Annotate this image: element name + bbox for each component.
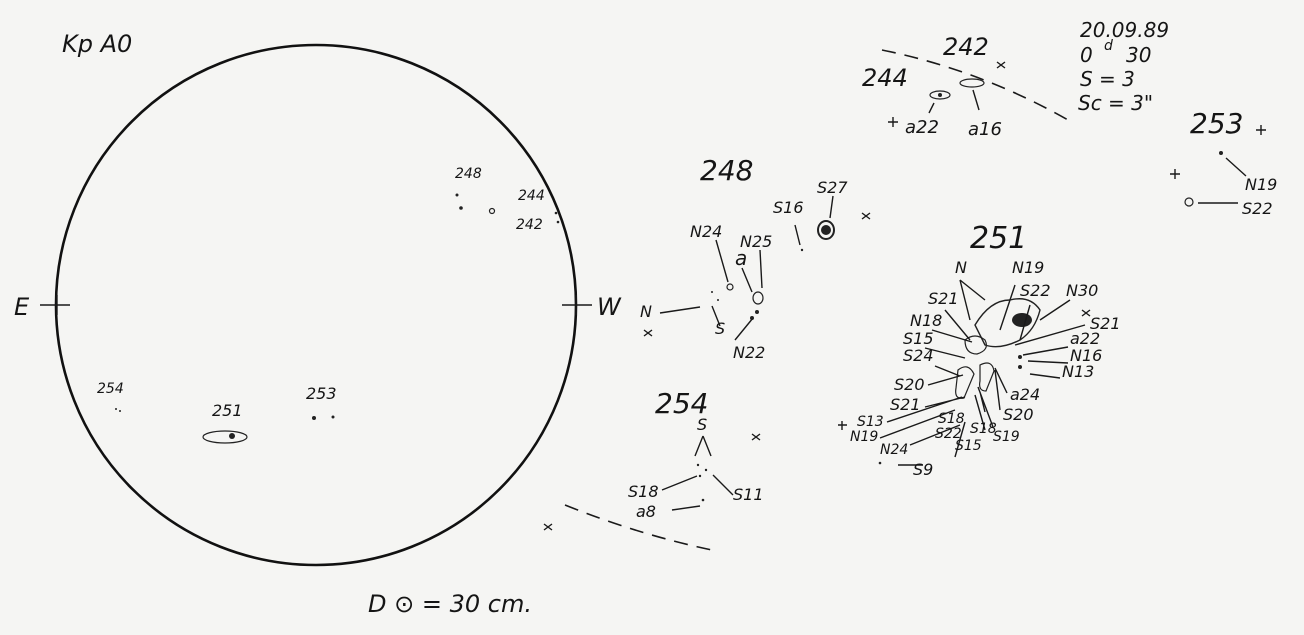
spot-label: S20 [894, 375, 925, 394]
spot-label: a16 [968, 119, 1002, 140]
spot-label: S21 [1090, 314, 1121, 333]
spot-label: N13 [1062, 362, 1094, 381]
spot-label: S [715, 319, 725, 338]
observatory-code: Kp A0 [62, 30, 132, 58]
spot-label: a24 [1010, 385, 1040, 404]
spot-label: S15 [903, 329, 934, 348]
spot-label: N [640, 302, 652, 321]
group-number: 253 [1190, 107, 1243, 140]
disk-spots [115, 193, 560, 444]
spot-label: S22 [935, 426, 962, 442]
spot-label: S21 [890, 395, 921, 414]
diameter-note: D ⊙ = 30 cm. [368, 590, 532, 618]
spot-label: S15 [955, 438, 982, 454]
limb-arc-top [881, 49, 1069, 121]
spot-label: N24 [880, 442, 908, 458]
spot-label: N19 [1245, 175, 1277, 194]
spot-label: N19 [850, 429, 878, 445]
group-254: 254 S S18 S11 a8 [628, 387, 764, 521]
group-number: 242 [943, 33, 989, 61]
east-label: E [14, 293, 30, 321]
spot-label: N18 [910, 311, 942, 330]
time-minutes: 30 [1126, 43, 1151, 67]
spot-label: N22 [733, 343, 765, 362]
seeing-value: S = 3 [1080, 67, 1135, 91]
scale-value: Sc = 3" [1078, 91, 1153, 115]
spot-label: N [955, 258, 967, 277]
spot-label: S18 [970, 421, 997, 437]
spot-label: S19 [993, 429, 1020, 445]
west-label: W [597, 293, 622, 321]
disk-label-253: 253 [306, 384, 337, 403]
spot-label: S9 [913, 460, 933, 479]
spot-label: a22 [905, 117, 939, 138]
spot-label: S16 [773, 198, 804, 217]
spot-label: S27 [817, 178, 848, 197]
group-242-244: 242 244 a22 a16 [862, 33, 1002, 140]
group-number: 244 [862, 64, 908, 92]
spot-label: S13 [857, 414, 884, 430]
group-number: 254 [655, 387, 708, 420]
spot-label: S18 [938, 411, 965, 427]
group-number: 248 [700, 154, 753, 187]
spot-label: a [735, 246, 747, 270]
time-hours: 0 [1080, 43, 1093, 67]
group-number: 251 [970, 221, 1027, 256]
solar-disk [54, 43, 578, 567]
disk-label-251: 251 [212, 401, 243, 420]
spot-label: N19 [1012, 258, 1044, 277]
spot-label: S21 [928, 289, 959, 308]
limb-arc-bottom [564, 504, 713, 551]
group-251: 251 N N19 S21 S22 N30 N18 S21 S15 a22 S2… [850, 221, 1121, 479]
reference-crosses [543, 61, 1266, 531]
spot-label: S18 [628, 482, 659, 501]
spot-label: S22 [1020, 281, 1051, 300]
disk-label-248: 248 [455, 166, 482, 182]
spot-label: N24 [690, 222, 722, 241]
spot-label: S22 [1242, 199, 1273, 218]
observation-date: 20.09.89 [1080, 18, 1169, 42]
spot-label: S20 [1003, 405, 1034, 424]
group-248: 248 S16 S27 N24 N25 a N S N22 [640, 154, 848, 362]
disk-label-244: 244 [518, 188, 545, 204]
time-unit: d [1104, 38, 1113, 54]
spot-label: N30 [1066, 281, 1098, 300]
disk-label-254: 254 [97, 381, 124, 397]
disk-label-242: 242 [516, 217, 543, 233]
spot-label: N16 [1070, 346, 1102, 365]
spot-label: a22 [1070, 329, 1100, 348]
spot-label: S24 [903, 346, 934, 365]
spot-label: S [697, 415, 707, 434]
spot-label: N25 [740, 232, 772, 251]
group-253: 253 N19 S22 [1184, 107, 1277, 218]
spot-label: a8 [636, 502, 656, 521]
spot-label: S11 [733, 485, 764, 504]
